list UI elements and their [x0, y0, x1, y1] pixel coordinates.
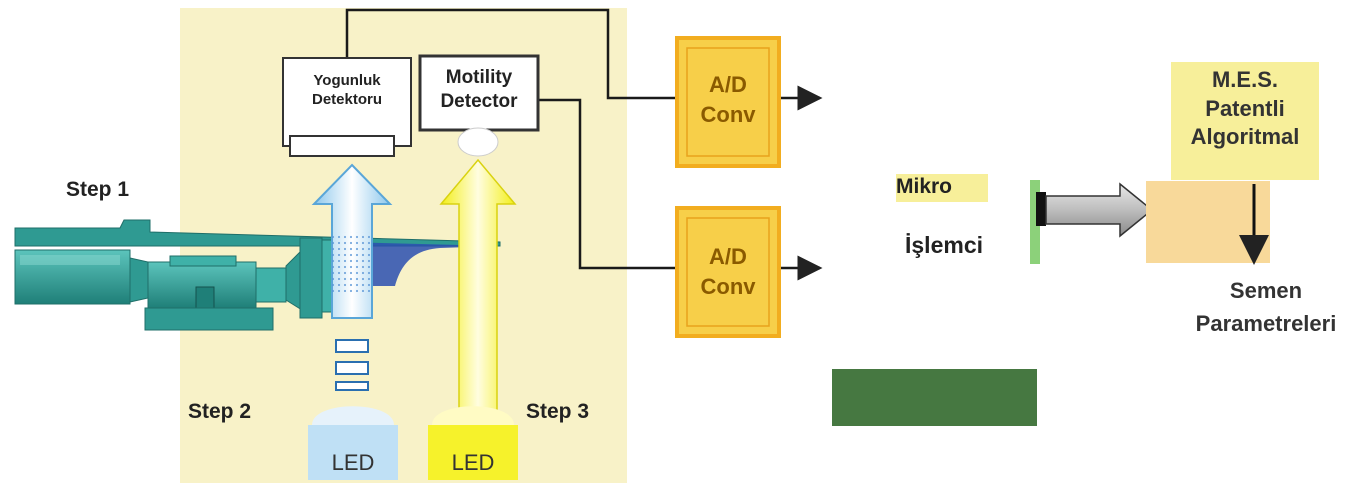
- step2-label: Step 2: [188, 400, 252, 423]
- led-right-label: LED: [451, 450, 495, 475]
- processor-bar-dark: [1036, 192, 1046, 226]
- algorithm-line1: M.E.S.: [1211, 67, 1278, 92]
- step3-label: Step 3: [526, 400, 590, 423]
- processor-label-bg: [896, 174, 988, 202]
- led-right-dome: [432, 406, 514, 425]
- sample-slide-device: [14, 219, 501, 331]
- adc-bottom-box: [675, 206, 781, 338]
- step1-label: Step 1: [66, 178, 130, 201]
- output-line1: Semen: [1229, 278, 1303, 303]
- processor-bar: [1030, 180, 1040, 264]
- adc-bottom-label: A/D Conv: [686, 242, 770, 301]
- processor-line1: Mikro: [896, 175, 953, 198]
- adc-top-label: A/D Conv: [686, 70, 770, 129]
- output-label: Semen Parametreleri: [1168, 274, 1364, 340]
- density-detector-box: [282, 57, 412, 147]
- adc-top-line1: A/D: [709, 72, 747, 97]
- green-block: [832, 369, 1037, 426]
- led-left-base: [308, 425, 398, 480]
- density-detector-line1: Yogunluk: [313, 72, 381, 89]
- algorithm-line2: Patentli: [1205, 95, 1285, 121]
- motility-lens: [457, 127, 499, 157]
- adc-bottom-line2: Conv: [700, 273, 756, 299]
- algorithm-box: [1146, 181, 1270, 263]
- led-right-base: [428, 425, 518, 480]
- adc-top-inner: [686, 47, 770, 157]
- led-left-label: LED: [331, 450, 375, 475]
- adc-bottom-line1: A/D: [709, 244, 747, 269]
- motility-detector-line2: Detector: [440, 90, 518, 112]
- adc-bottom-inner: [686, 217, 770, 327]
- algorithm-label: M.E.S. Patentli Algoritmal: [1171, 66, 1319, 152]
- processor-to-algorithm-arrow: [1045, 182, 1154, 238]
- algorithm-label-bg: [1171, 62, 1319, 180]
- led-left-dome: [312, 406, 394, 425]
- density-light-beam: [311, 163, 393, 391]
- density-detector-label: Yogunluk Detektoru: [283, 72, 411, 110]
- motility-detector-label: Motility Detector: [420, 66, 538, 114]
- adc-top-line2: Conv: [700, 101, 756, 127]
- output-line2: Parametreleri: [1195, 311, 1337, 336]
- density-detector-line2: Detektoru: [311, 90, 382, 108]
- processor-line2: İşlemci: [905, 232, 983, 258]
- motility-detector-line1: Motility: [445, 67, 513, 88]
- algorithm-line3: Algoritmal: [1190, 124, 1300, 150]
- density-detector-base: [289, 135, 395, 157]
- adc-top-box: [675, 36, 781, 168]
